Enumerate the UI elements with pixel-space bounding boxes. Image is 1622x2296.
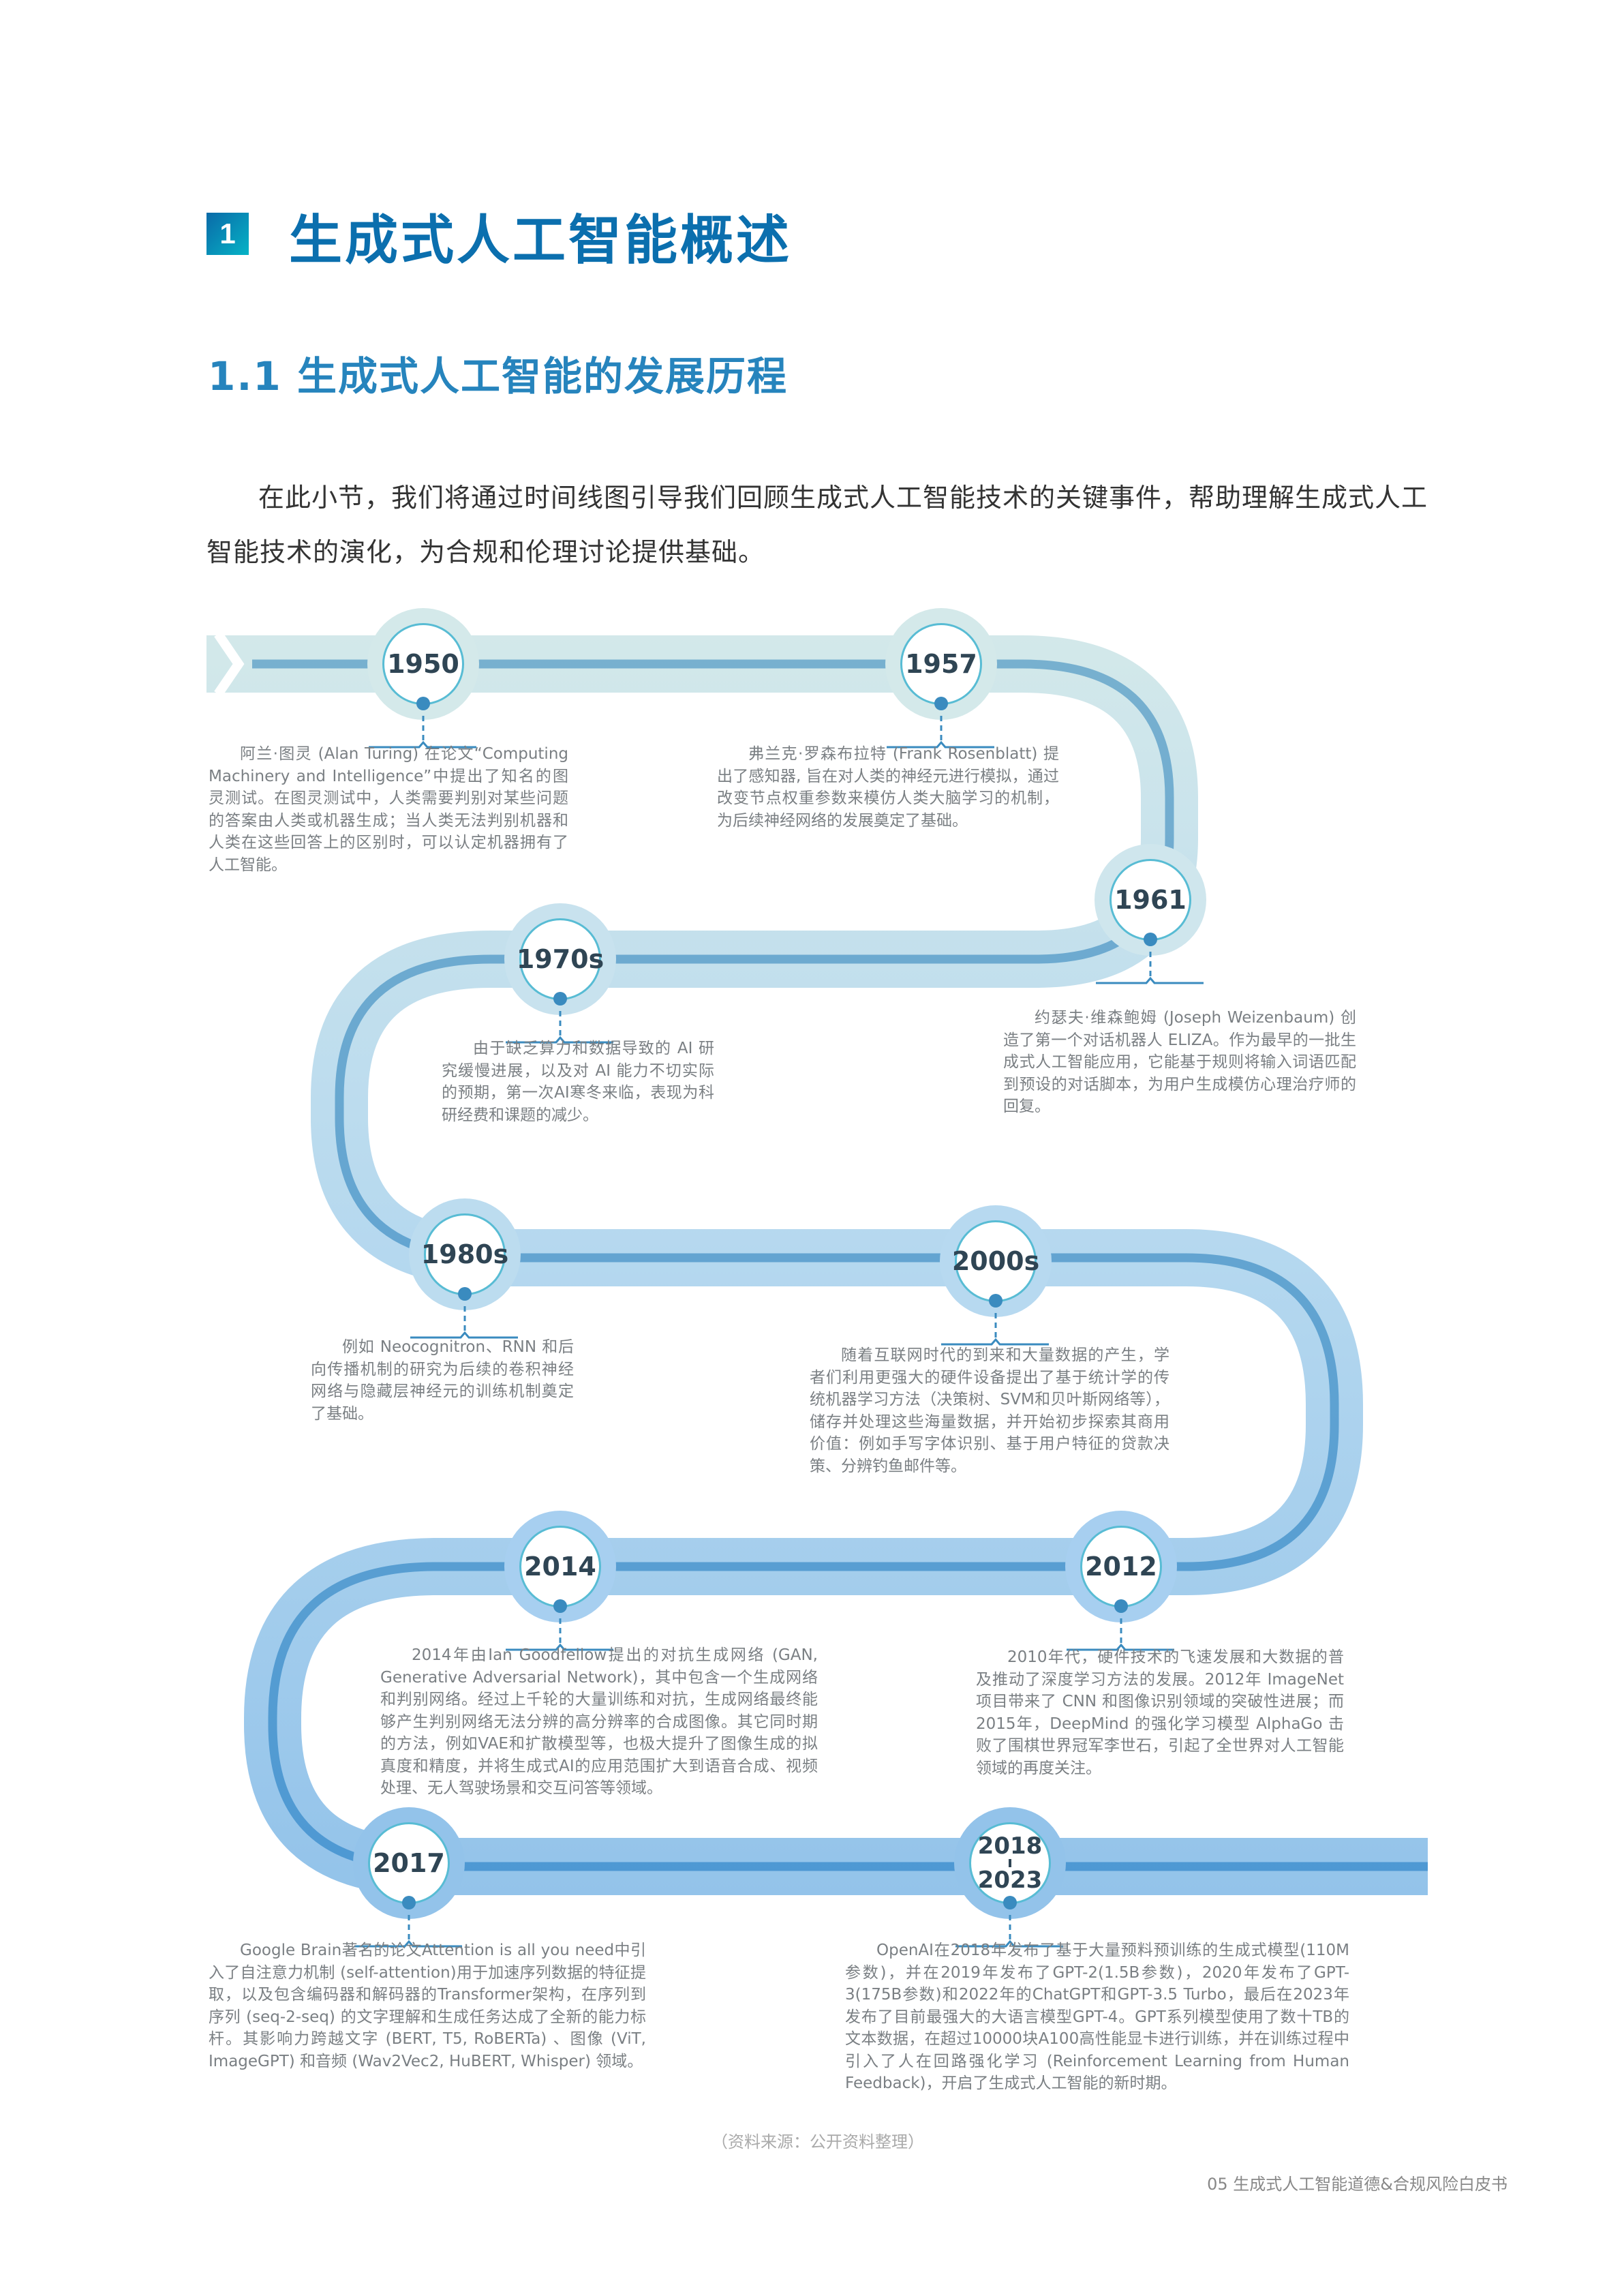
bracket-icon [955, 1915, 1063, 1948]
node-year: 1961 [1114, 885, 1187, 915]
bracket-icon [369, 716, 476, 749]
bracket-icon [887, 716, 994, 749]
intro-paragraph: 在此小节，我们将通过时间线图引导我们回顾生成式人工智能技术的关键事件，帮助理解生… [206, 483, 1428, 567]
node-year: 2014 [524, 1552, 596, 1582]
bracket-icon [941, 1313, 1049, 1346]
node-year-end: 2023 [977, 1867, 1043, 1894]
node-dot-icon [458, 1287, 472, 1301]
event-description-1950: 阿兰·图灵 (Alan Turing) 在论文“Computing Machin… [209, 745, 568, 874]
timeline-node-2014: 2014 [504, 1511, 616, 1651]
timeline-node-1961: 1961 [1095, 844, 1206, 984]
node-dot-icon [553, 992, 567, 1006]
node-dot-icon [553, 1599, 567, 1613]
bracket-icon [506, 1618, 613, 1651]
page-footer: 05 生成式人工智能道德&合规风险白皮书 [1207, 2175, 1508, 2194]
node-year: 1970s [516, 944, 605, 974]
start-chevron-icon [214, 631, 245, 697]
bracket-icon [410, 1306, 518, 1339]
event-description-2012: 2010年代，硬件技术的飞速发展和大数据的普及推动了深度学习方法的发展。2012… [976, 1648, 1344, 1777]
node-year: 2000s [951, 1246, 1040, 1276]
event-description-2000s: 随着互联网时代的到来和大量数据的产生，学者们利用更强大的硬件设备提出了基于统计学… [810, 1346, 1169, 1475]
event-description-2018-2023: OpenAI在2018年发布了基于大量预料预训练的生成式模型(110M参数)，并… [845, 1942, 1349, 2092]
bracket-icon [354, 1915, 462, 1948]
timeline-node-2018-2023: 2018 2023 [954, 1807, 1066, 1948]
timeline-node-1957: 1957 [885, 608, 997, 749]
section-title: 1.1 生成式人工智能的发展历程 [208, 353, 788, 399]
node-dot-icon [416, 697, 430, 710]
year-separator [1009, 1859, 1011, 1867]
timeline-node-2017: 2017 [353, 1807, 465, 1948]
event-description-2014: 2014年由Ian Goodfellow提出的对抗生成网络 (GAN, Gene… [380, 1646, 818, 1797]
node-dot-icon [934, 697, 948, 710]
chapter-title: 生成式人工智能概述 [289, 210, 793, 271]
node-dot-icon [1003, 1896, 1017, 1909]
event-description-1957: 弗兰克·罗森布拉特 (Frank Rosenblatt) 提出了感知器, 旨在对… [717, 745, 1059, 830]
node-dot-icon [1144, 933, 1157, 946]
timeline-node-1970s: 1970s [504, 903, 616, 1044]
bracket-icon [506, 1011, 613, 1044]
node-year: 1980s [420, 1239, 509, 1269]
event-description-1961: 约瑟夫·维森鲍姆 (Joseph Weizenbaum) 创造了第一个对话机器人… [1003, 1009, 1356, 1115]
node-dot-icon [989, 1294, 1003, 1308]
event-description-1980s: 例如 Neocognitron、RNN 和后向传播机制的研究为后续的卷积神经网络… [311, 1338, 574, 1423]
timeline-node-1950: 1950 [367, 608, 479, 749]
bracket-icon [1067, 1618, 1174, 1651]
node-dot-icon [1114, 1599, 1128, 1613]
chapter-number-badge: 1 [206, 213, 249, 255]
node-year: 1950 [387, 649, 459, 679]
node-dot-icon [402, 1896, 416, 1909]
timeline-node-2000s: 2000s [940, 1205, 1052, 1346]
bracket-icon [1096, 952, 1204, 984]
node-year-start: 2018 [977, 1832, 1043, 1860]
node-year: 2012 [1085, 1552, 1157, 1582]
timeline-node-2012: 2012 [1065, 1511, 1177, 1651]
timeline-node-1980s: 1980s [409, 1198, 521, 1339]
node-year: 1957 [905, 649, 977, 679]
source-note: （资料来源：公开资料整理） [711, 2132, 924, 2151]
node-year: 2017 [373, 1848, 445, 1878]
event-description-2017: Google Brain著名的论文Attention is all you ne… [209, 1942, 646, 2070]
event-description-1970s: 由于缺乏算力和数据导致的 AI 研究缓慢进展，以及对 AI 能力不切实际的预期，… [442, 1040, 714, 1124]
